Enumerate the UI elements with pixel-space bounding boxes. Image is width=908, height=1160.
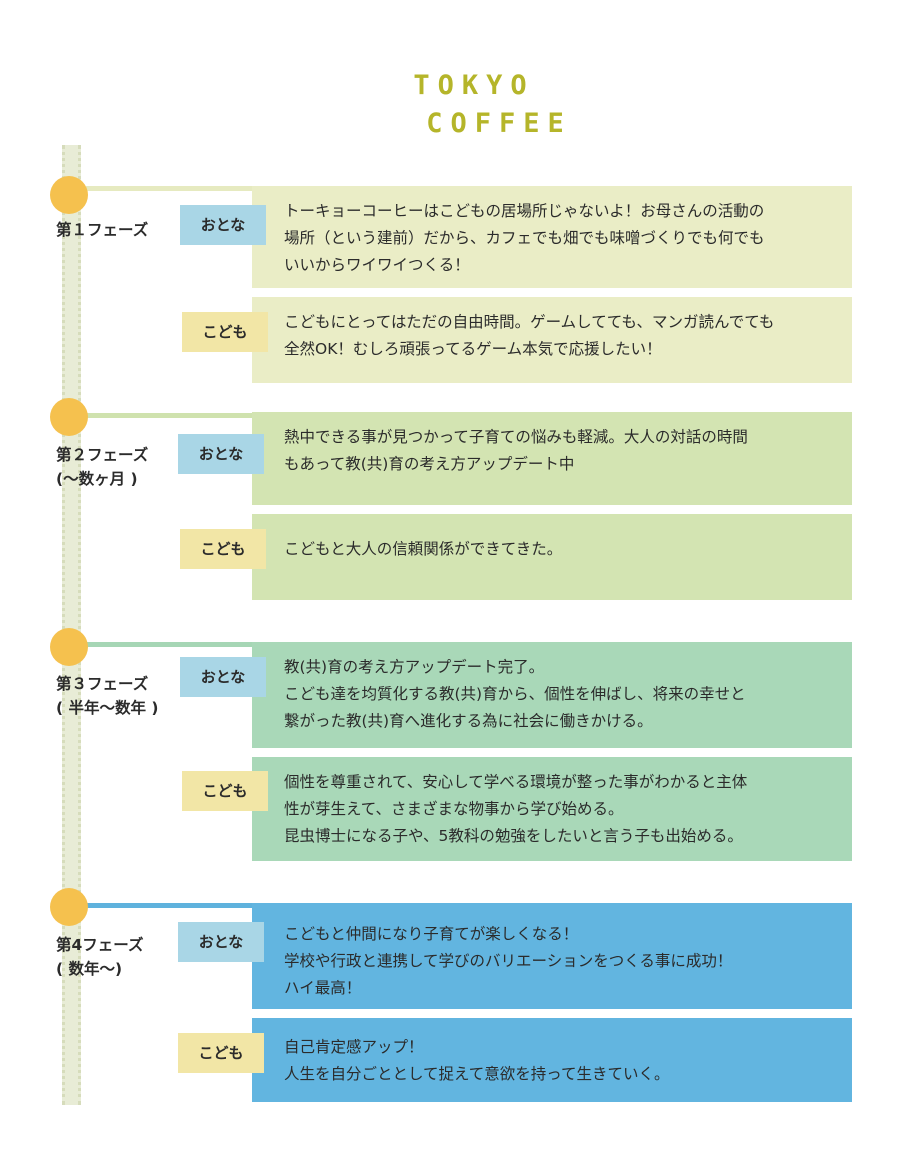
phase-4-dot — [50, 888, 88, 926]
phase-3-label: 第３フェーズ ( 半年〜数年 ) — [56, 675, 159, 717]
logo-line-1: TOKYO — [413, 70, 535, 101]
phase-3-adult-tag: おとな — [180, 657, 266, 697]
phase-3-child-box: 個性を尊重されて、安心して学べる環境が整った事がわかると主体 性が芽生えて、さま… — [252, 757, 852, 861]
phase-2-child-tag: こども — [180, 529, 266, 569]
phase-2-adult-tag: おとな — [178, 434, 264, 474]
phase-4-adult-tag: おとな — [178, 922, 264, 962]
phase-4-child-box: 自己肯定感アップ！ 人生を自分ごととして捉えて意欲を持って生きていく。 — [252, 1018, 852, 1102]
phase-3-dot — [50, 628, 88, 666]
phase-3-adult-box: 教(共)育の考え方アップデート完了。 こども達を均質化する教(共)育から、個性を… — [252, 642, 852, 748]
phase-1-adult-tag: おとな — [180, 205, 266, 245]
phase-3-child-tag: こども — [182, 771, 268, 811]
phase-2-adult-box: 熱中できる事が見つかって子育ての悩みも軽減。大人の対話の時間 もあって教(共)育… — [252, 412, 852, 505]
phase-4-adult-box: こどもと仲間になり子育てが楽しくなる！ 学校や行政と連携して学びのバリエーション… — [252, 903, 852, 1009]
timeline-spine — [62, 145, 81, 1105]
phase-1-dot — [50, 176, 88, 214]
phase-4-child-tag: こども — [178, 1033, 264, 1073]
phase-4-label: 第4フェーズ ( 数年〜) — [56, 936, 144, 978]
phase-1-child-tag: こども — [182, 312, 268, 352]
phase-1-label: 第１フェーズ — [56, 221, 149, 239]
logo-line-2: COFFEE — [426, 108, 572, 139]
phase-2-label: 第２フェーズ (〜数ヶ月 ) — [56, 446, 149, 488]
phase-1-adult-box: トーキョーコーヒーはこどもの居場所じゃないよ！お母さんの活動の 場所（という建前… — [252, 186, 852, 288]
phase-2-child-box: こどもと大人の信頼関係ができてきた。 — [252, 514, 852, 600]
phase-2-dot — [50, 398, 88, 436]
phase-1-child-box: こどもにとってはただの自由時間。ゲームしてても、マンガ読んでても 全然OK！むし… — [252, 297, 852, 383]
